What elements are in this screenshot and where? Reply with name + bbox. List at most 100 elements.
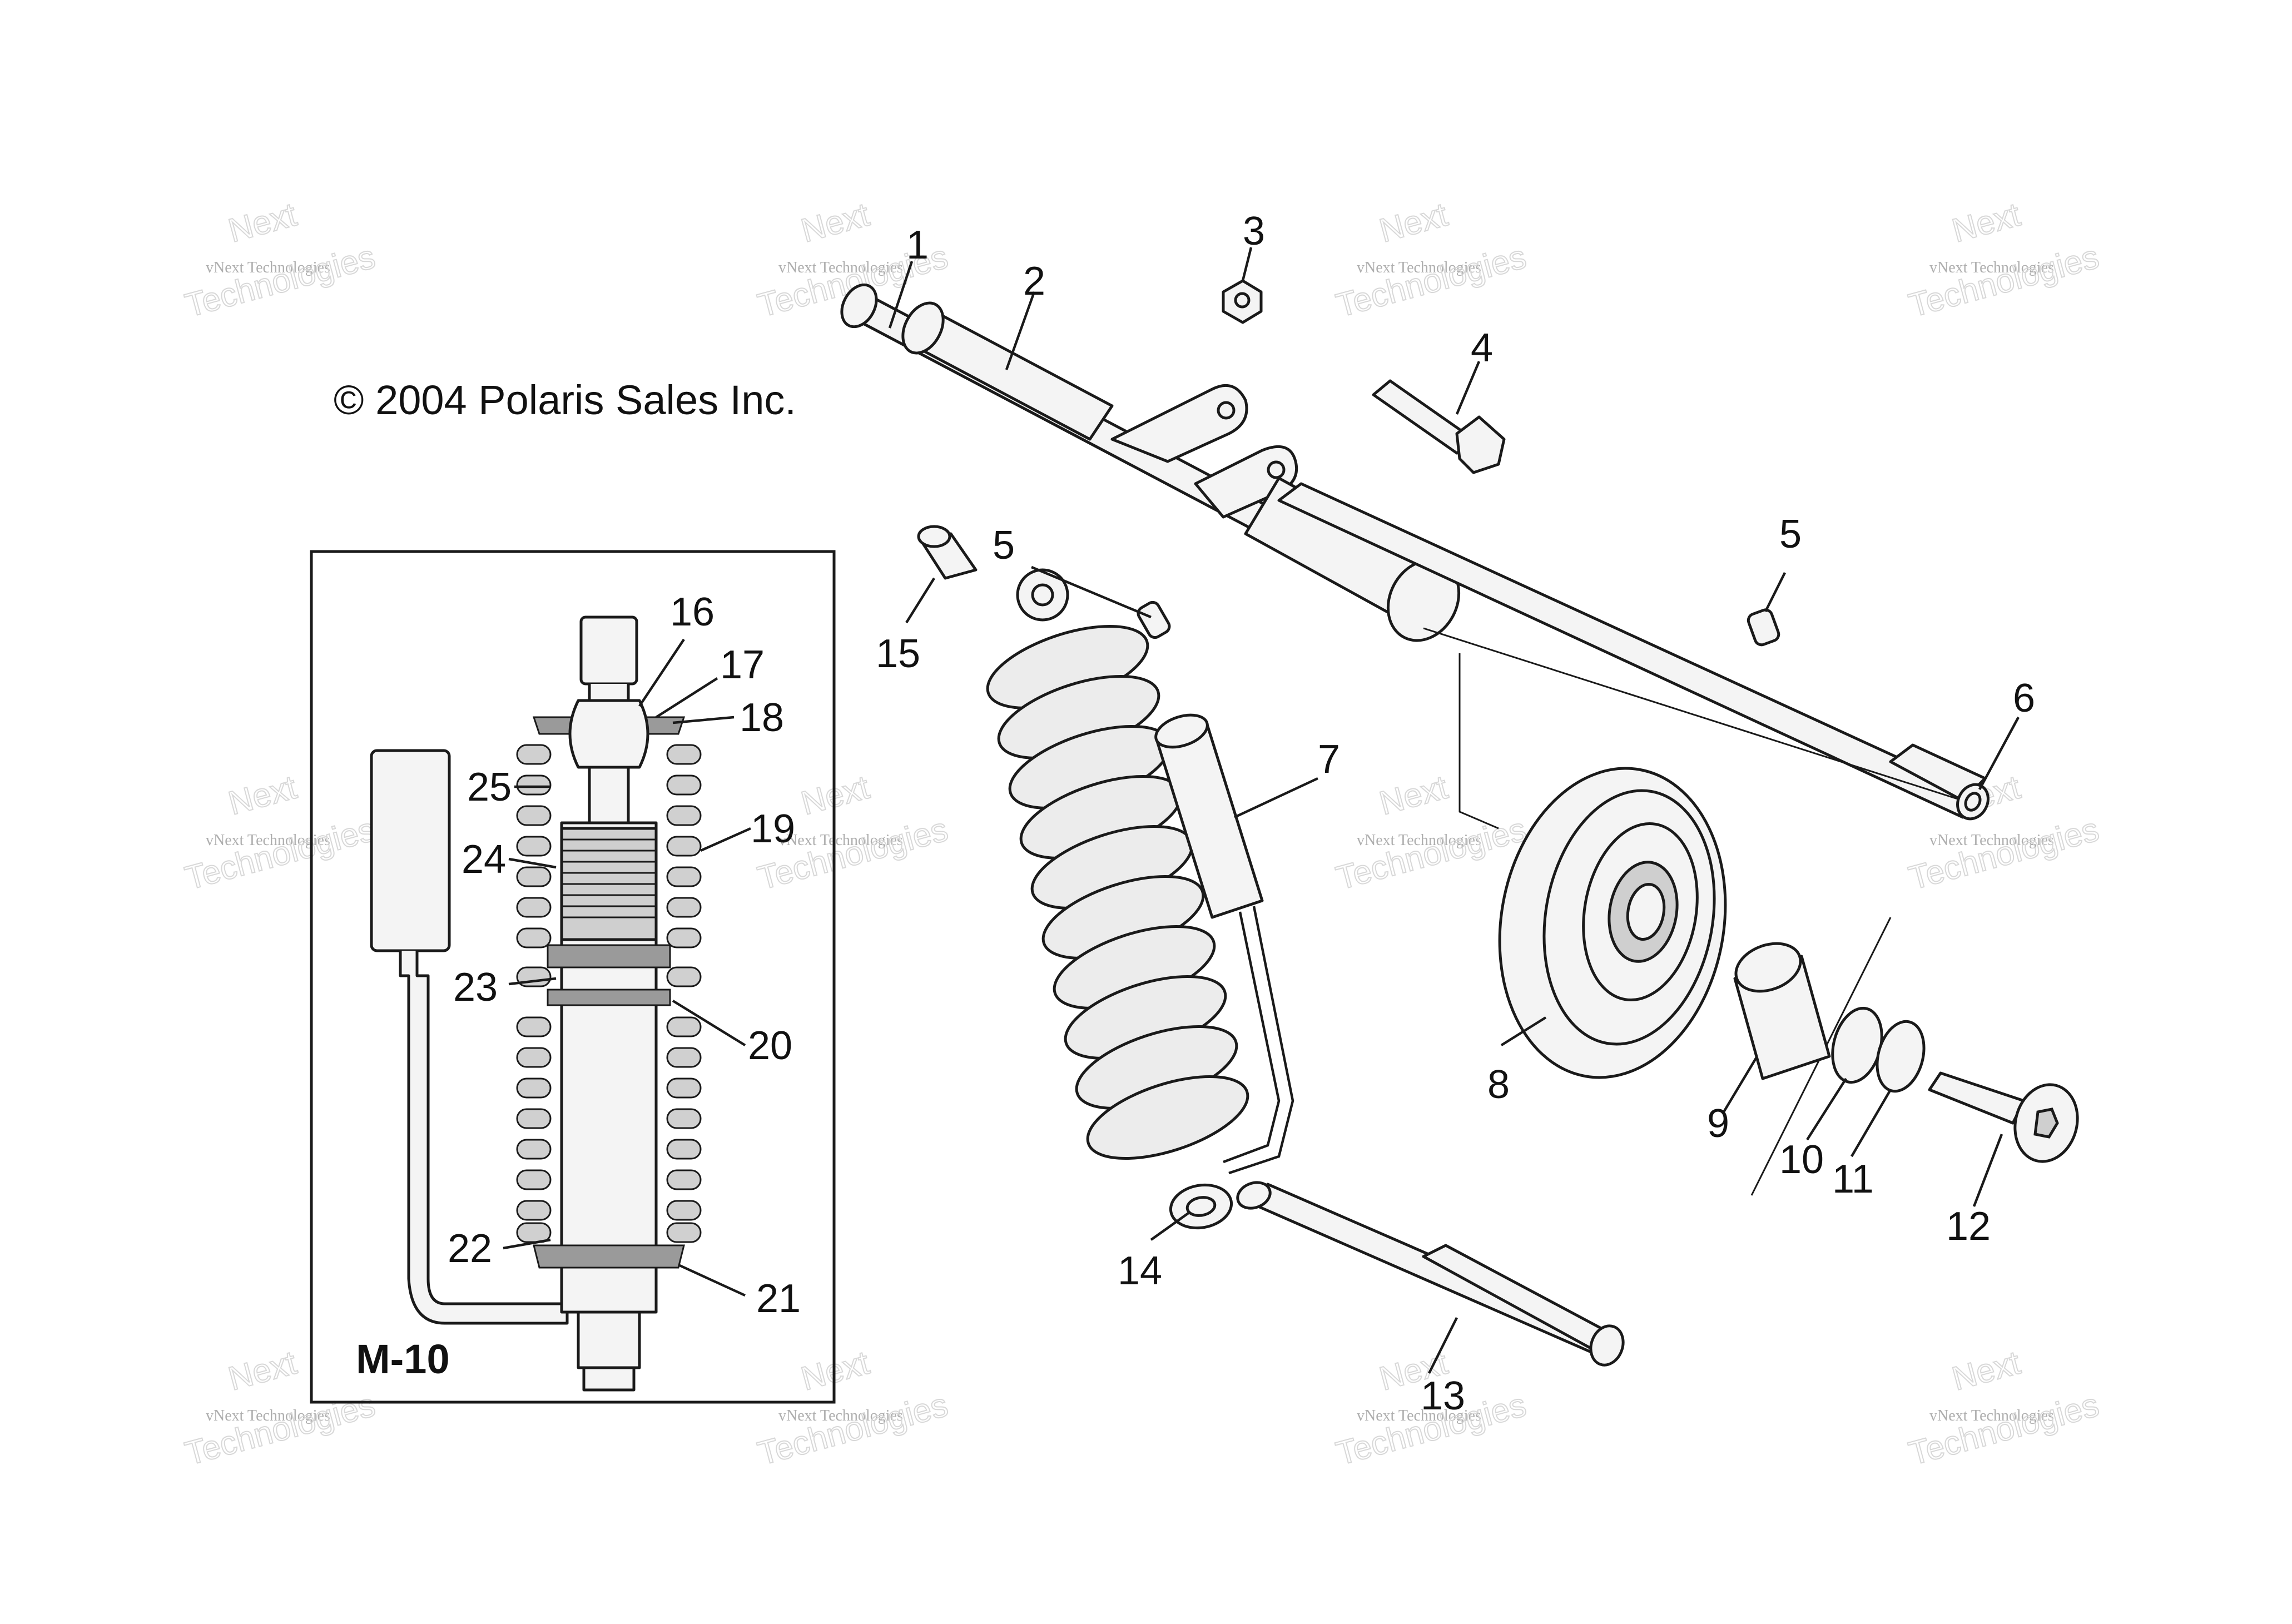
shock-reservoir — [1154, 713, 1294, 1175]
inset-leaders — [503, 638, 751, 1297]
callout-10: 10 — [1779, 1138, 1824, 1182]
callouts: 1 2 3 4 5 5 6 7 8 9 10 11 12 13 14 15 16… — [448, 209, 2035, 1418]
spacer — [1733, 942, 1831, 1080]
grease-fitting-right — [1747, 608, 1780, 647]
callout-7: 7 — [1318, 737, 1340, 782]
callout-5a: 5 — [993, 523, 1015, 568]
callout-6: 6 — [2013, 676, 2035, 721]
callout-18: 18 — [740, 696, 784, 740]
svg-text:vNext Technologies: vNext Technologies — [1357, 1407, 1481, 1424]
callout-1: 1 — [906, 223, 929, 267]
svg-text:Next: Next — [225, 768, 301, 822]
callout-2: 2 — [1023, 259, 1045, 304]
callout-16: 16 — [670, 590, 715, 634]
svg-text:Next: Next — [225, 196, 301, 250]
reservoir-canister — [370, 749, 451, 952]
callout-9: 9 — [1707, 1101, 1729, 1146]
callout-8: 8 — [1487, 1062, 1510, 1107]
callout-3: 3 — [1243, 209, 1265, 254]
svg-text:Next: Next — [225, 1344, 301, 1398]
shoulder-bolt — [1928, 1071, 2079, 1163]
callout-19: 19 — [751, 807, 795, 851]
bottom-mount — [582, 1366, 636, 1392]
svg-text:Technologies: Technologies — [754, 1386, 952, 1472]
axle-bore — [1964, 792, 1982, 812]
svg-text:Technologies: Technologies — [181, 238, 379, 324]
callout-13: 13 — [1421, 1374, 1465, 1418]
bracket-hole-2 — [1267, 460, 1286, 479]
eyelet-neck — [588, 684, 630, 702]
callout-17: 17 — [720, 643, 765, 687]
watermark: Next vNext Technologies Technologies — [753, 1343, 952, 1473]
svg-text:Technologies: Technologies — [1332, 238, 1530, 324]
callout-25: 25 — [467, 765, 512, 809]
callout-14: 14 — [1118, 1249, 1162, 1293]
svg-text:Next: Next — [1376, 768, 1452, 822]
svg-text:vNext Technologies: vNext Technologies — [1929, 832, 2054, 849]
spring-sections-right — [666, 744, 702, 1243]
bottom-spring-seat — [533, 1244, 685, 1269]
callout-15: 15 — [876, 632, 920, 676]
svg-text:Next: Next — [1948, 1344, 2025, 1398]
rear-shock — [986, 568, 1294, 1230]
svg-text:vNext Technologies: vNext Technologies — [1929, 1407, 2054, 1424]
svg-text:vNext Technologies: vNext Technologies — [206, 1407, 330, 1424]
inset-cutaway: M-10 — [310, 550, 836, 1404]
svg-text:Next: Next — [1948, 196, 2025, 250]
inset-frame — [310, 550, 836, 1404]
svg-text:vNext Technologies: vNext Technologies — [206, 832, 330, 849]
svg-text:Technologies: Technologies — [1905, 1386, 2103, 1472]
svg-text:vNext Technologies: vNext Technologies — [206, 259, 330, 276]
valve-shims — [562, 838, 656, 918]
lower-shaft — [1236, 1181, 1625, 1367]
idler-wheel — [1498, 767, 1727, 1079]
watermark: Next vNext Technologies Technologies — [1332, 195, 1531, 325]
main-leaders — [888, 247, 2020, 1374]
callout-22: 22 — [448, 1226, 492, 1271]
watermark: Next vNext Technologies Technologies — [1332, 768, 1531, 897]
spring-sections-left — [516, 744, 552, 1243]
sleeve-end — [901, 301, 945, 355]
shaft-end — [840, 283, 878, 329]
torque-arm-assembly — [840, 283, 1990, 821]
bumper — [568, 699, 649, 769]
axis-guide — [1458, 653, 1499, 830]
top-eyelet — [579, 615, 638, 686]
seal-head — [547, 944, 671, 969]
svg-text:vNext Technologies: vNext Technologies — [778, 1407, 903, 1424]
svg-text:Next: Next — [1376, 196, 1452, 250]
callout-11: 11 — [1832, 1157, 1874, 1201]
callout-12: 12 — [1946, 1204, 1991, 1249]
copyright-notice: © 2004 Polaris Sales Inc. — [334, 377, 796, 423]
bracket-hole — [1217, 401, 1236, 420]
arm-edge — [1423, 627, 1963, 802]
reservoir-hose — [399, 951, 569, 1325]
mounting-bracket — [1110, 384, 1248, 463]
bottom-eyelet — [577, 1310, 641, 1369]
callout-24: 24 — [462, 837, 506, 882]
svg-text:vNext Technologies: vNext Technologies — [1357, 259, 1481, 276]
svg-text:Next: Next — [797, 196, 874, 250]
bolt — [1372, 379, 1506, 474]
lower-spring-collar — [547, 989, 671, 1006]
svg-text:Technologies: Technologies — [1905, 811, 2103, 897]
callout-5b: 5 — [1779, 512, 1802, 557]
svg-text:vNext Technologies: vNext Technologies — [778, 832, 903, 849]
bushing — [917, 525, 978, 580]
watermark: Next vNext Technologies Technologies — [181, 1343, 380, 1473]
svg-text:Technologies: Technologies — [181, 811, 379, 897]
watermark: Next vNext Technologies Technologies — [181, 768, 380, 897]
callout-4: 4 — [1471, 326, 1493, 370]
callout-23: 23 — [453, 965, 498, 1010]
grease-fitting-left — [1137, 600, 1171, 639]
watermark: Next vNext Technologies Technologies — [181, 195, 380, 325]
shock-spring — [986, 624, 1249, 1160]
bolt-head — [1455, 415, 1506, 474]
svg-text:vNext Technologies: vNext Technologies — [1929, 259, 2054, 276]
callout-21: 21 — [756, 1277, 801, 1321]
model-label: M-10 — [356, 1336, 450, 1382]
nut-hole — [1234, 292, 1251, 309]
callout-20: 20 — [748, 1024, 792, 1068]
watermark: Next vNext Technologies Technologies — [1904, 195, 2104, 325]
